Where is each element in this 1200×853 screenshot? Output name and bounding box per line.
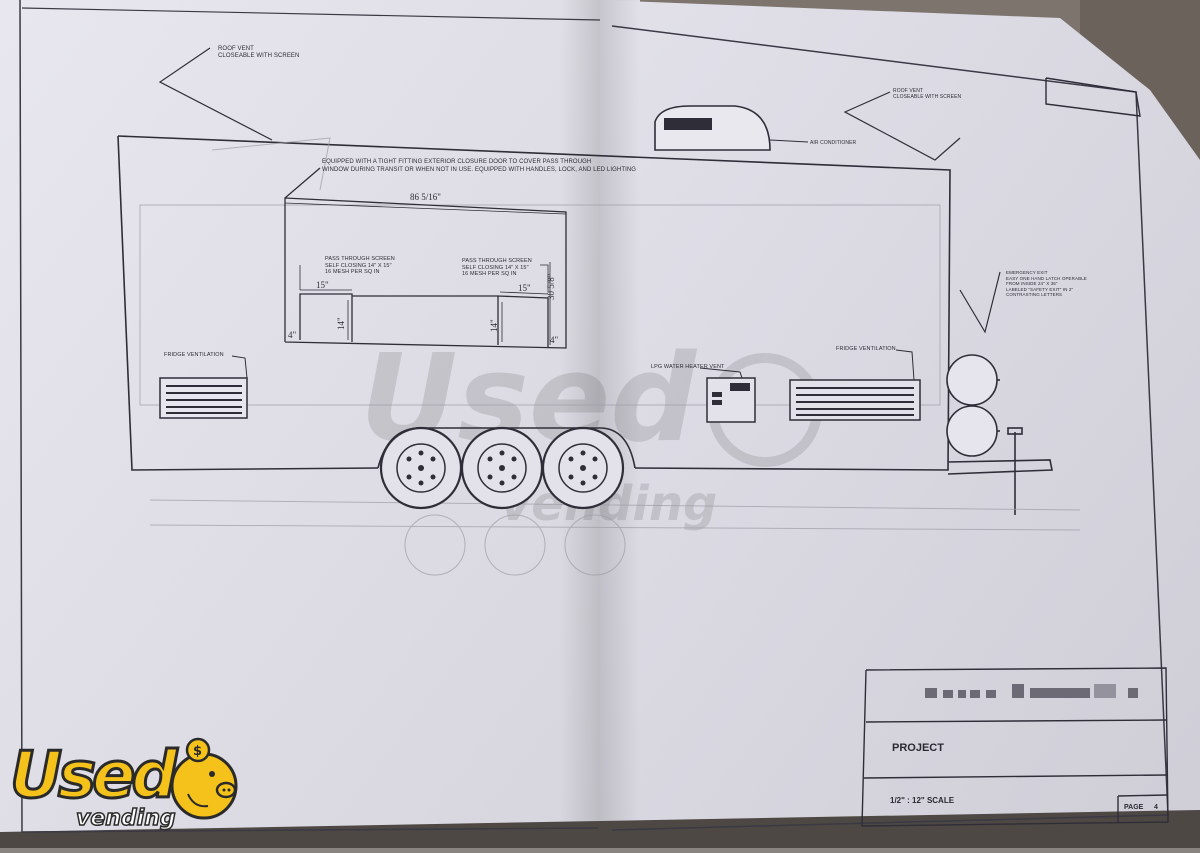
air-conditioner-unit [654, 105, 809, 151]
svg-text:$: $ [193, 744, 202, 759]
project-label: PROJECT [892, 742, 944, 754]
roof-vent-right-label: ROOF VENT CLOSEABLE WITH SCREEN [893, 88, 962, 100]
emergency-exit-label: EMERGENCY EXIT EASY ONE HAND LATCH OPERA… [1006, 270, 1087, 297]
lpg-water-heater-vent-label: LPG WATER HEATER VENT [651, 364, 725, 370]
logo-brand-bottom: vending [75, 805, 176, 832]
lpg-vent [699, 367, 756, 423]
air-conditioner-label: AIR CONDITIONER [810, 140, 857, 146]
left-screen-width-dimension: 15" [316, 280, 329, 290]
right-screen-width-dimension: 15" [518, 283, 531, 293]
fridge-ventilation-left-label: FRIDGE VENTILATION [164, 352, 224, 358]
fridge-vent-left [159, 355, 248, 419]
pass-through-window [284, 167, 567, 349]
page-number: 4 [1154, 804, 1158, 811]
fridge-vent-right [789, 349, 921, 421]
logo-brand-top: Used [8, 739, 178, 814]
page-label: PAGE [1124, 804, 1144, 811]
piggy-bank-icon: $ [170, 737, 238, 820]
scale-label: 1/2" : 12" SCALE [890, 796, 955, 805]
fridge-ventilation-right-label: FRIDGE VENTILATION [836, 346, 896, 352]
right-screen-height-dimension: 14" [489, 319, 499, 332]
redacted-name [925, 684, 1138, 698]
pass-through-screen-right-label: PASS THROUGH SCREEN SELF CLOSING 14" X 1… [462, 258, 532, 277]
closure-door-note: EQUIPPED WITH A TIGHT FITTING EXTERIOR C… [322, 159, 637, 173]
title-block [861, 77, 1169, 827]
used-vending-logo: Used vending $ [8, 737, 248, 840]
window-height-dimension: 30 5/8" [546, 273, 556, 300]
right-sill-dimension: 4" [550, 335, 559, 345]
left-screen-height-dimension: 14" [336, 317, 346, 330]
window-width-dimension: 86 5/16" [410, 192, 441, 202]
left-sill-dimension: 4" [288, 330, 297, 340]
propane-tanks [946, 354, 1000, 457]
roof-vent-left-label: ROOF VENT CLOSEABLE WITH SCREEN [218, 46, 300, 59]
pass-through-screen-left-label: PASS THROUGH SCREEN SELF CLOSING 14" X 1… [325, 256, 395, 275]
